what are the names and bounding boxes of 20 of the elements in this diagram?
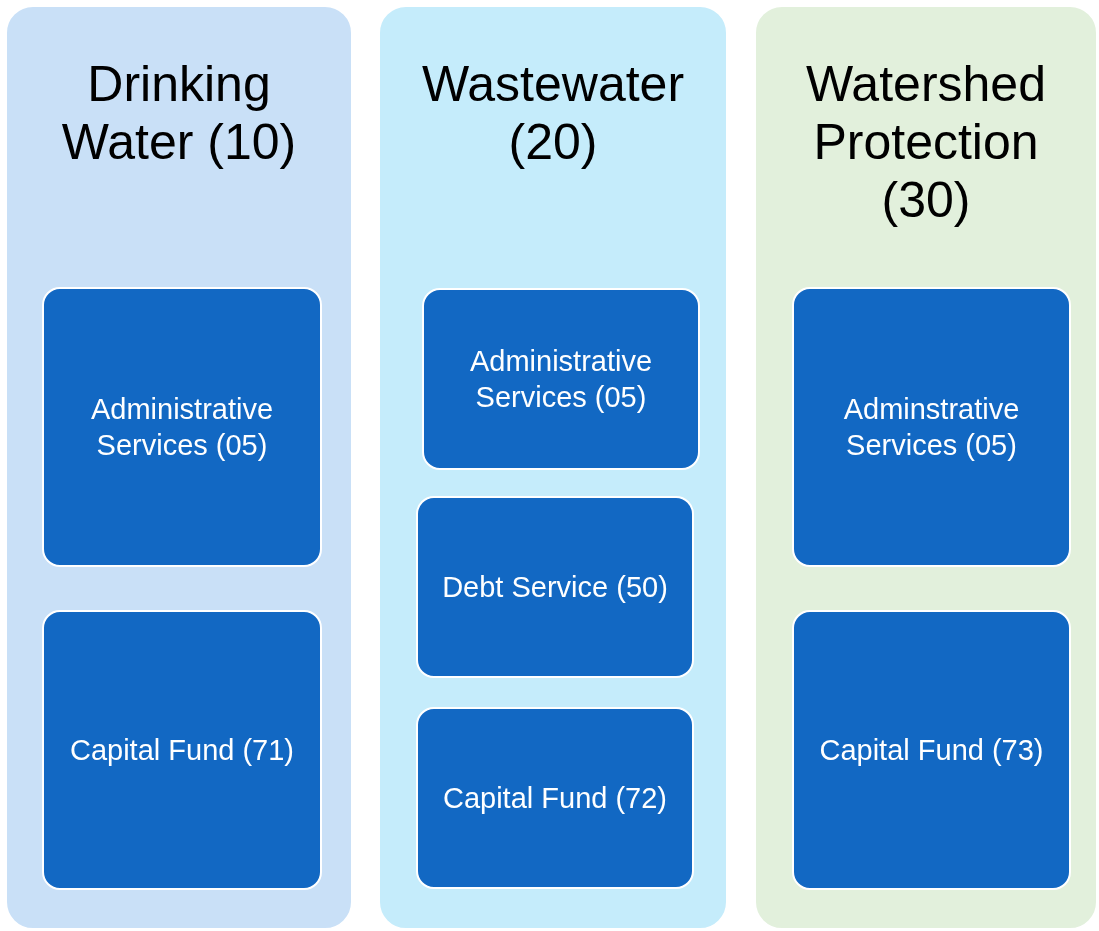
- box-label: Capital Fund (72): [441, 781, 669, 816]
- group-title: Wastewater (20): [420, 55, 686, 171]
- process-box: [42, 610, 322, 890]
- process-box: [416, 496, 694, 678]
- box-label: Administrative Services (05): [468, 344, 654, 415]
- box-label: Adminstrative Services (05): [842, 392, 1021, 463]
- box-label: Administrative Services (05): [89, 392, 275, 463]
- process-box: [422, 288, 700, 470]
- group-panel: [378, 5, 728, 930]
- box-label: Capital Fund (71): [68, 733, 296, 768]
- process-box: [792, 610, 1071, 890]
- group-title: Drinking Water (10): [60, 55, 298, 171]
- process-box: [792, 287, 1071, 567]
- process-box: [416, 707, 694, 889]
- group-panel: [754, 5, 1098, 930]
- box-label: Debt Service (50): [441, 570, 669, 605]
- group-panel: [5, 5, 353, 930]
- process-box: [42, 287, 322, 567]
- group-title: Watershed Protection (30): [805, 55, 1047, 229]
- box-label: Capital Fund (73): [818, 733, 1045, 768]
